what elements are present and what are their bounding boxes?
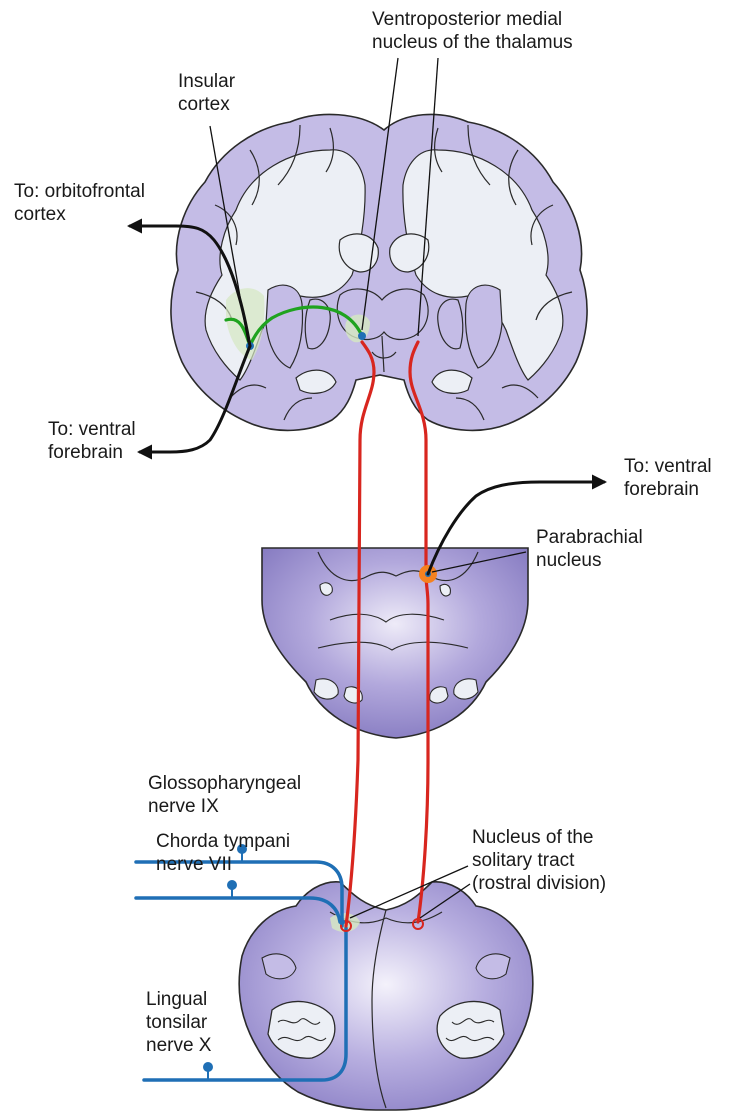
pons-outline <box>262 548 528 738</box>
pons-section <box>262 548 528 738</box>
label-nucleus-solitary-tract: Nucleus of the solitary tract (rostral d… <box>472 826 606 895</box>
label-insular-cortex: Insular cortex <box>178 70 235 116</box>
receptor-x <box>204 1063 212 1071</box>
label-chorda-tympani-nerve: Chorda tympani nerve VII <box>156 830 290 876</box>
receptor-vii <box>228 881 236 889</box>
label-to-orbitofrontal-cortex: To: orbitofrontal cortex <box>14 180 145 226</box>
vpm-node <box>358 332 366 340</box>
label-vpm-thalamus: Ventroposterior medial nucleus of the th… <box>372 8 573 54</box>
label-glossopharyngeal-nerve: Glossopharyngeal nerve IX <box>148 772 301 818</box>
label-lingual-tonsilar-nerve: Lingual tonsilar nerve X <box>146 988 211 1057</box>
medulla-outline <box>239 882 533 1110</box>
label-to-ventral-forebrain-left: To: ventral forebrain <box>48 418 136 464</box>
label-parabrachial-nucleus: Parabrachial nucleus <box>536 526 643 572</box>
label-to-ventral-forebrain-right: To: ventral forebrain <box>624 455 712 501</box>
medulla-section <box>239 882 533 1110</box>
coronal-brain-section <box>171 114 587 430</box>
nts-blue-node <box>339 919 345 925</box>
